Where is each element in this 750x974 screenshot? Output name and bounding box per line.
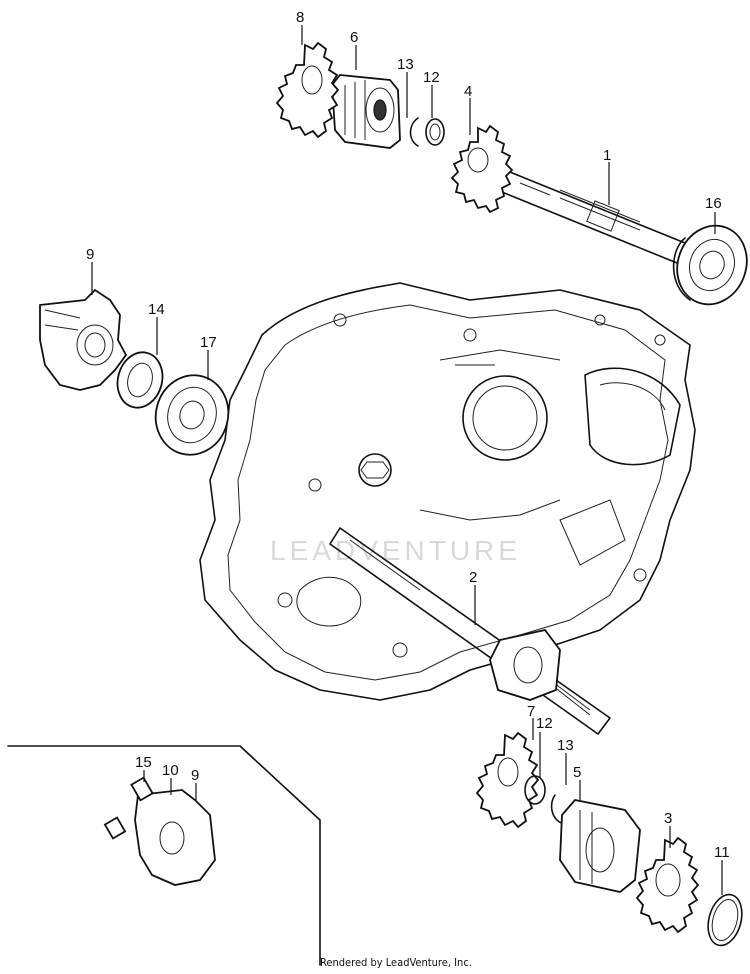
callout-label: 9 [86,246,94,263]
callout-label: 6 [350,29,358,46]
callout-label: 5 [573,764,581,781]
callout-label: 12 [536,715,553,732]
gear-4 [450,124,514,214]
callout-label: 12 [423,69,440,86]
inset-detail [7,745,321,966]
callout-label: 15 [135,754,152,771]
gear-6 [331,74,401,149]
callout-label: 3 [664,810,672,827]
callout-label: 14 [148,301,165,318]
callout-labels: 1 16 4 12 13 6 8 9 14 17 2 7 12 13 5 3 1… [86,9,730,861]
watermark: LEADVENTURE [270,535,521,566]
gear-5 [559,799,641,893]
crankcase: LEADVENTURE [199,282,696,701]
callout-label: 9 [191,767,199,784]
countershaft-1 [496,169,691,266]
oil-seal-14 [116,351,164,409]
callout-label: 16 [705,195,722,212]
callout-label: 2 [469,569,477,586]
callout-label: 8 [296,9,304,26]
leader-lines [91,25,723,895]
callout-label: 17 [200,334,217,351]
callout-label: 1 [603,147,611,164]
mainshaft-2 [329,527,611,735]
gear-7 [475,731,540,829]
gear-8 [275,41,340,139]
washer-11 [707,893,743,947]
callout-label: 13 [397,56,414,73]
callout-label: 13 [557,737,574,754]
gear-9 [39,288,128,391]
callout-label: 11 [714,844,730,861]
callout-label: 4 [464,83,472,100]
render-credit: Rendered by LeadVenture, Inc. [320,956,472,969]
circlips-upper [409,117,445,147]
callout-label: 10 [162,762,179,779]
gear-3 [635,836,700,934]
bearing-17 [154,374,230,456]
callout-label: 7 [527,703,535,720]
bearing-16 [672,224,748,306]
